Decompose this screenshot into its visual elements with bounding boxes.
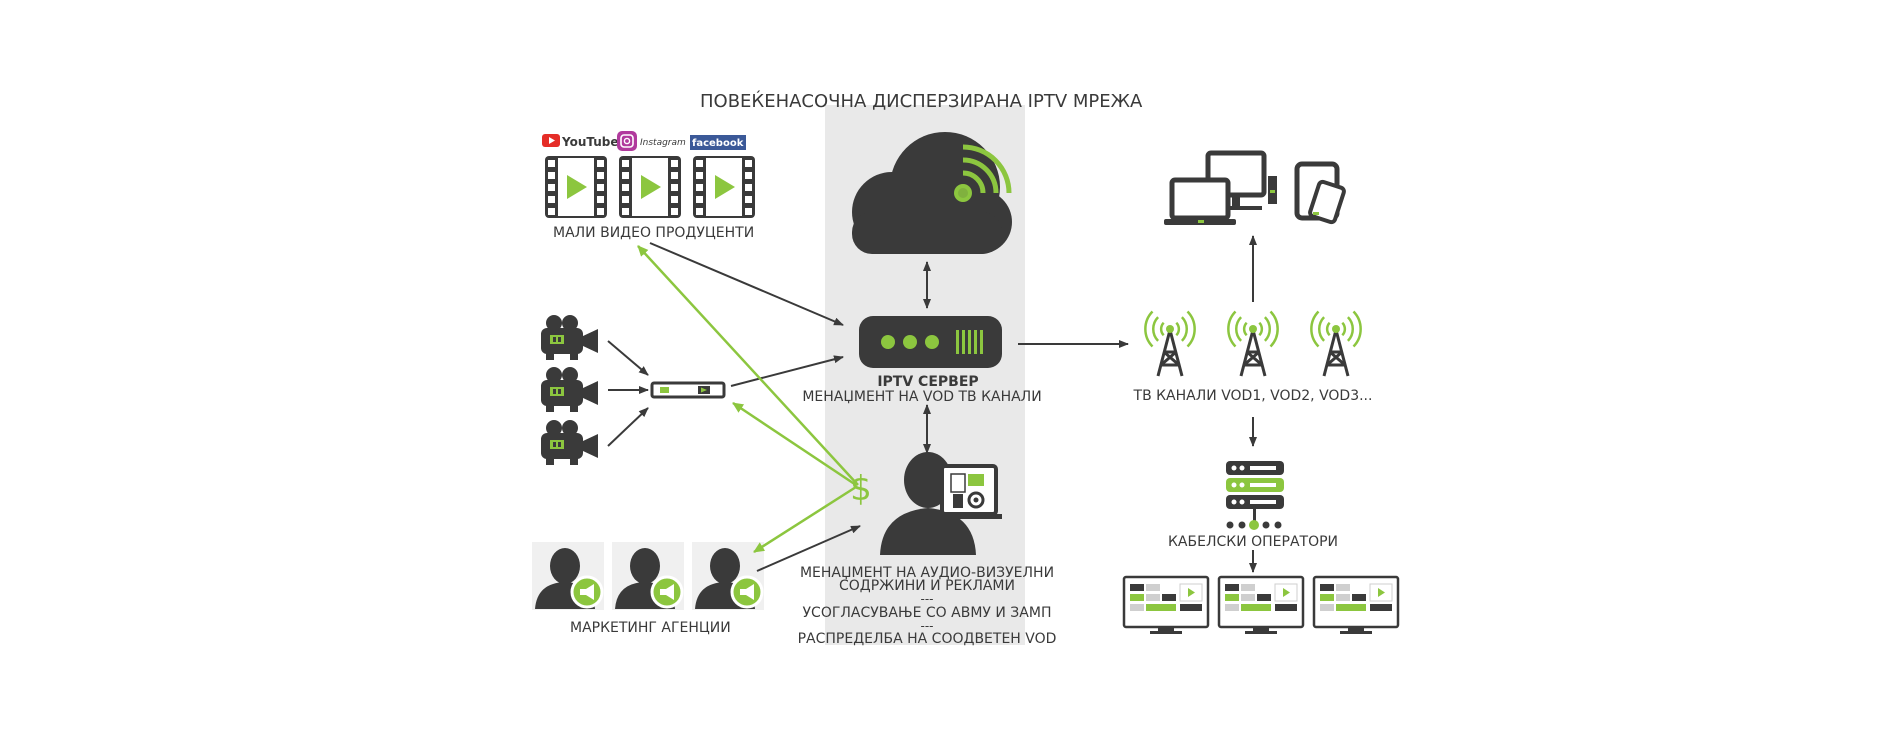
- svg-text:facebook: facebook: [692, 138, 744, 149]
- instagram-logo: Instagram: [617, 131, 686, 151]
- broadcast-towers: [1144, 310, 1362, 377]
- channels-label: ТВ КАНАЛИ VOD1, VOD2, VOD3...: [1133, 388, 1373, 404]
- film-strip-icon: [545, 156, 607, 218]
- film-strip-icon: [619, 156, 681, 218]
- svg-text:МЕНАЏМЕНТ НА АУДИО-ВИЗУЕЛНИ: МЕНАЏМЕНТ НА АУДИО-ВИЗУЕЛНИ: [800, 565, 1054, 581]
- cable-operators-label: КАБЕЛСКИ ОПЕРАТОРИ: [1168, 534, 1338, 550]
- green-money-arrows: [637, 245, 859, 554]
- marketing-label: МАРКЕТИНГ АГЕНЦИИ: [570, 620, 731, 636]
- youtube-logo: YouTube: [542, 134, 619, 149]
- svg-text:---: ---: [921, 592, 934, 606]
- management-text: МЕНАЏМЕНТ НА АУДИО-ВИЗУЕЛНИ СОДРЖИНИ И Р…: [798, 565, 1057, 647]
- facebook-logo: facebook: [690, 135, 746, 150]
- laptop-content-icon: [936, 464, 1002, 519]
- broadcast-tower-icon: [1310, 310, 1362, 377]
- svg-text:РАСПРЕДЕЛБА НА СООДВЕТЕН VOD: РАСПРЕДЕЛБА НА СООДВЕТЕН VOD: [798, 631, 1057, 647]
- server-subtitle: МЕНАЏМЕНТ НА VOD ТВ КАНАЛИ: [802, 389, 1041, 405]
- marketing-agencies-group: [532, 542, 764, 610]
- film-strip-icon: [693, 156, 755, 218]
- encoder-device: [650, 381, 726, 399]
- svg-text:Instagram: Instagram: [640, 138, 686, 148]
- currency-icon: $: [850, 469, 872, 509]
- broadcast-tower-icon: [1227, 310, 1279, 377]
- video-camera-icon: [541, 367, 598, 412]
- tv-monitor-icon: [1122, 575, 1210, 634]
- server-title: IPTV СЕРВЕР: [877, 374, 978, 390]
- wifi-signal-icon: [954, 144, 1012, 202]
- svg-text:УСОГЛАСУВАЊЕ СО АВМУ И ЗАМП: УСОГЛАСУВАЊЕ СО АВМУ И ЗАМП: [803, 605, 1052, 621]
- video-producer-films: [545, 156, 755, 218]
- iptv-server-icon: [859, 316, 1002, 368]
- svg-text:---: ---: [921, 619, 934, 633]
- tv-monitors: [1122, 575, 1400, 634]
- video-camera-icon: [541, 420, 598, 465]
- tv-monitor-icon: [1217, 575, 1305, 634]
- camera-group: [541, 315, 598, 465]
- marketing-agent-icon: [692, 542, 764, 610]
- video-camera-icon: [541, 315, 598, 360]
- svg-text:СОДРЖИНИ И РЕКЛАМИ: СОДРЖИНИ И РЕКЛАМИ: [839, 578, 1015, 594]
- marketing-agent-icon: [532, 542, 604, 610]
- tv-monitor-icon: [1312, 575, 1400, 634]
- marketing-agent-icon: [612, 542, 684, 610]
- manager-person-icon: [880, 452, 976, 555]
- cable-operator-rack-icon: [1226, 461, 1284, 530]
- small-producers-label: МАЛИ ВИДЕО ПРОДУЦЕНТИ: [553, 225, 754, 241]
- end-user-devices-icon: [1164, 150, 1346, 225]
- svg-text:YouTube: YouTube: [561, 135, 619, 149]
- dark-flow-arrows: [607, 235, 1257, 573]
- diagram-title: ПОВЕЌЕНАСОЧНА ДИСПЕРЗИРАНА IPTV МРЕЖА: [700, 90, 1143, 112]
- broadcast-tower-icon: [1144, 310, 1196, 377]
